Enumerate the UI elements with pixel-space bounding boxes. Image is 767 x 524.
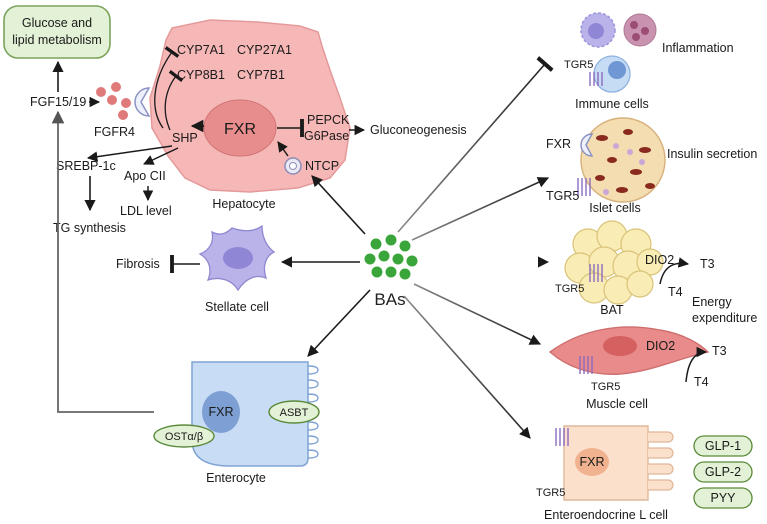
enzyme-cyp27a1: CYP27A1 xyxy=(237,43,292,57)
srebp-label: SREBP-1c xyxy=(56,159,116,173)
shp-label: SHP xyxy=(172,131,198,145)
ldl-label: LDL level xyxy=(120,204,172,218)
shp-inhibit-cyp8b1 xyxy=(164,69,184,131)
g6pase-label: G6Pase xyxy=(304,129,349,143)
pyy-label: PYY xyxy=(710,491,736,505)
ntcp-inward-arrow xyxy=(277,141,289,157)
hepatocyte-cell: FXR CYP7A1 CYP27A1 CYP8B1 CYP7B1 SHP PEP… xyxy=(149,19,351,211)
hepatocyte-nucleus xyxy=(203,99,277,157)
stellate-name: Stellate cell xyxy=(205,300,269,314)
islet-cells-name: Islet cells xyxy=(589,201,640,215)
stellate-cell xyxy=(198,224,276,292)
muscle-dio2-label: DIO2 xyxy=(646,339,675,353)
ost-label: OSTα/β xyxy=(165,431,203,443)
tg-label: TG synthesis xyxy=(53,221,126,235)
hepatocyte-name: Hepatocyte xyxy=(212,197,275,211)
bas-to-enterocyte-arrow xyxy=(307,289,371,357)
bat-t4-to-t3-arrow xyxy=(659,257,690,285)
muscle-tgr5-label: TGR5 xyxy=(591,381,620,393)
enzyme-cyp7a1: CYP7A1 xyxy=(177,43,225,57)
enterocyte-name: Enterocyte xyxy=(206,471,266,485)
bat-name: BAT xyxy=(600,303,624,317)
ntcp-label: NTCP xyxy=(305,159,339,173)
bas-inhibit-immune xyxy=(397,56,554,233)
energy-label-2: expenditure xyxy=(692,311,757,325)
glucose-lipid-label-2: lipid metabolism xyxy=(12,33,102,47)
insulin-label: Insulin secretion xyxy=(667,147,757,161)
glp2-badge xyxy=(693,461,753,483)
bat-tgr5-receptor-icon xyxy=(589,264,603,282)
glp1-badge xyxy=(693,435,753,457)
ntcp-icon xyxy=(284,157,302,175)
muscle-t4-label: T4 xyxy=(694,375,709,389)
bat-t3-label: T3 xyxy=(700,257,715,271)
enterocyte-cell xyxy=(191,361,319,467)
islet-tgr5-receptor-icon xyxy=(577,178,591,196)
enterocyte-fxr: FXR xyxy=(209,405,234,419)
ost-badge xyxy=(153,424,215,448)
muscle-tgr5-receptor-icon xyxy=(579,356,593,374)
bas-label: BAs xyxy=(374,290,405,309)
inflammation-label: Inflammation xyxy=(662,41,734,55)
hepatocyte-fxr: FXR xyxy=(224,121,256,138)
immune-tgr5-label: TGR5 xyxy=(564,59,593,71)
bat-cell-icon xyxy=(564,220,664,305)
asbt-badge xyxy=(268,400,320,424)
islet-tgr5-label: TGR5 xyxy=(546,189,579,203)
enteroendocrine-name: Enteroendocrine L cell xyxy=(544,508,668,522)
glp1-label: GLP-1 xyxy=(705,439,741,453)
immune-cells-icon xyxy=(580,12,657,93)
islet-fxr-label: FXR xyxy=(546,137,571,151)
enzyme-cyp8b1: CYP8B1 xyxy=(177,68,225,82)
bas-to-ntcp-arrow xyxy=(311,175,366,235)
apo-label: Apo CII xyxy=(124,169,166,183)
shp-inhibit-cyp7a1 xyxy=(154,46,180,129)
gluconeogenesis-label: Gluconeogenesis xyxy=(370,123,467,137)
muscle-t3-label: T3 xyxy=(712,344,727,358)
bat-t4-label: T4 xyxy=(668,285,683,299)
enteroendocrine-cell-icon xyxy=(563,425,674,501)
enzyme-cyp7b1: CYP7B1 xyxy=(237,68,285,82)
pyy-badge xyxy=(693,487,753,509)
glucose-lipid-box: Glucose and lipid metabolism xyxy=(3,5,111,59)
enteroendocrine-tgr5-receptor-icon xyxy=(555,428,569,446)
enteroendocrine-tgr5-label: TGR5 xyxy=(536,487,565,499)
fgf-ligand-dots xyxy=(96,82,131,120)
muscle-cell-name: Muscle cell xyxy=(586,397,648,411)
glucose-lipid-label-1: Glucose and xyxy=(22,16,92,30)
fgf-label: FGF15/19 xyxy=(30,95,86,109)
muscle-t4-to-t3-arrow xyxy=(685,346,708,383)
enterocyte-to-fgf-arrow xyxy=(51,110,154,413)
islet-cell-icon xyxy=(580,117,666,203)
bas-to-islet-arrow xyxy=(411,177,550,241)
islet-fxr-receptor-icon xyxy=(580,133,594,157)
bat-dio2-label: DIO2 xyxy=(645,253,674,267)
bas-dots xyxy=(364,234,418,280)
immune-cells-name: Immune cells xyxy=(575,97,649,111)
fgfr4-icon xyxy=(134,87,151,117)
shp-to-srebp-arrow xyxy=(86,145,173,162)
fibrosis-label: Fibrosis xyxy=(116,257,160,271)
shp-to-apo-arrow xyxy=(143,147,179,165)
bat-tgr5-label: TGR5 xyxy=(555,283,584,295)
muscle-cell-icon xyxy=(548,326,710,375)
glp2-label: GLP-2 xyxy=(705,465,741,479)
energy-label-1: Energy xyxy=(692,295,732,309)
enteroendocrine-fxr: FXR xyxy=(580,455,605,469)
bas-to-muscle-arrow xyxy=(413,283,542,345)
bas-to-enteroendocrine-arrow xyxy=(403,295,531,439)
pepck-label: PEPCK xyxy=(307,113,350,127)
asbt-label: ASBT xyxy=(280,407,309,419)
immune-tgr5-receptor-icon xyxy=(589,72,603,86)
fgfr4-label: FGFR4 xyxy=(94,125,135,139)
